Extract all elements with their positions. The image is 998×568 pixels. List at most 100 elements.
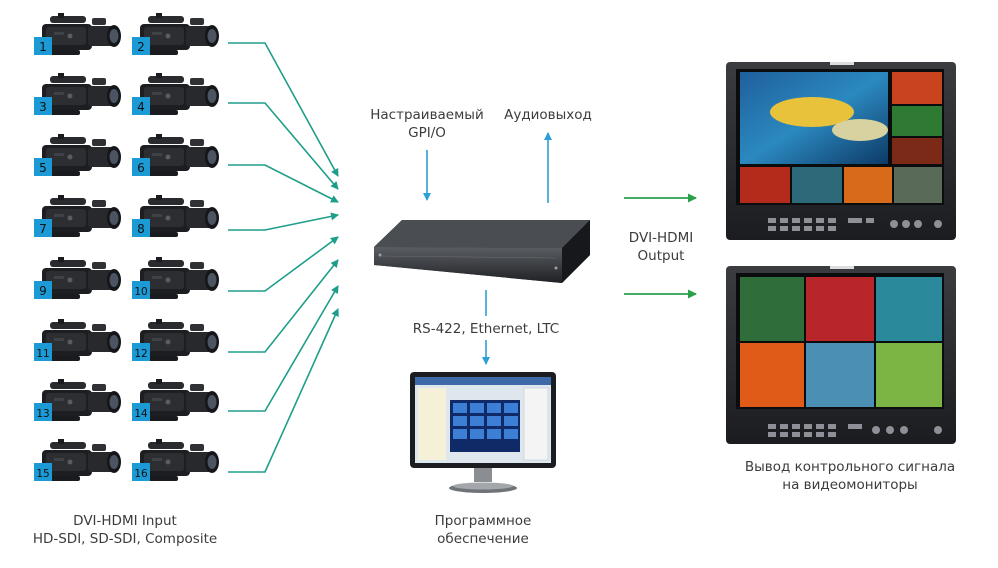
vertical-arrows [423,132,552,365]
camera-badge [34,37,52,55]
audio-label: Аудиовыход [494,106,602,124]
camera-badge [34,97,52,115]
control-label: RS-422, Ethernet, LTC [396,320,576,338]
camera-1: 1 [34,13,121,55]
camera-15: 15 [34,439,121,481]
input-arrow-3 [228,164,339,203]
input-arrow-1 [228,42,339,177]
camera-8: 8 [132,195,219,237]
input-label-line2: HD-SDI, SD-SDI, Composite [32,531,218,547]
camera-number: 11 [36,348,49,360]
camera-number: 5 [39,161,47,175]
software-label-line1: Программное [434,513,532,529]
camera-badge [132,403,150,421]
camera-number: 2 [137,40,145,54]
software-label: Программное обеспечение [418,512,548,548]
gpio-label-line1: Настраиваемый [370,107,484,123]
software-monitor [410,372,556,493]
camera-number: 7 [39,222,47,236]
output-label-line1: DVI-HDMI [628,230,694,246]
camera-number: 8 [137,222,145,236]
input-arrow-2 [228,102,339,190]
control-label-text: RS-422, Ethernet, LTC [412,321,560,337]
camcorder-icon [140,13,219,55]
camera-number: 3 [39,100,47,114]
camcorder-icon [42,319,121,361]
output-arrows [624,193,697,299]
camera-9: 9 [34,257,121,299]
camera-badge [132,463,150,481]
camcorder-icon [42,73,121,115]
camera-badge [34,463,52,481]
camera-number: 12 [134,348,147,360]
camera-2: 2 [132,13,219,55]
camera-badge [34,158,52,176]
camcorder-icon [42,379,121,421]
camera-badge [34,219,52,237]
camera-badge [132,343,150,361]
camera-badge [132,158,150,176]
camera-10: 10 [132,257,219,299]
camera-number: 9 [39,284,47,298]
gpio-label-line2: GPI/O [408,125,446,141]
camera-6: 6 [132,134,219,176]
camera-number: 13 [36,408,49,420]
camera-13: 13 [34,379,121,421]
input-arrow-7 [228,285,339,412]
camera-badge [132,219,150,237]
monitors-label-line2: на видеомониторы [782,477,918,493]
input-label-line1: DVI-HDMI Input [73,513,177,529]
camera-3: 3 [34,73,121,115]
camera-number: 14 [134,408,148,420]
camera-badge [34,343,52,361]
input-arrow-4 [228,212,339,231]
camcorder-icon [42,13,121,55]
monitors-label-line1: Вывод контрольного сигнала [744,459,956,475]
output-label: DVI-HDMI Output [612,229,710,265]
camcorder-icon [140,439,219,481]
camcorder-icon [140,257,219,299]
input-label: DVI-HDMI Input HD-SDI, SD-SDI, Composite [20,512,230,548]
camcorder-icon [140,195,219,237]
camera-badge [132,281,150,299]
camera-14: 14 [132,379,219,421]
camcorder-icon [42,134,121,176]
camera-4: 4 [132,73,219,115]
input-arrow-5 [228,236,339,292]
camcorder-icon [42,257,121,299]
camcorder-icon [140,319,219,361]
output-label-line2: Output [637,248,685,264]
processor-unit [374,220,590,283]
camera-number: 4 [137,100,145,114]
camera-7: 7 [34,195,121,237]
camera-11: 11 [34,319,121,361]
camcorder-icon [140,379,219,421]
camera-16: 16 [132,439,219,481]
camera-badge [34,281,52,299]
camera-number: 1 [39,40,47,54]
broadcast-monitor-top [726,62,956,240]
software-label-line2: обеспечение [437,531,529,547]
camcorder-icon [42,195,121,237]
camcorder-icon [140,134,219,176]
camcorder-icon [140,73,219,115]
camera-number: 16 [134,468,148,480]
camera-badge [132,97,150,115]
camera-number: 15 [36,468,49,480]
camera-badge [34,403,52,421]
input-arrow-6 [228,259,339,353]
input-arrow-8 [228,308,339,473]
camera-5: 5 [34,134,121,176]
gpio-label: Настраиваемый GPI/O [362,106,492,142]
monitors-label: Вывод контрольного сигнала на видеомонит… [732,458,968,494]
camera-badge [132,37,150,55]
camcorder-icon [42,439,121,481]
broadcast-monitor-bottom [726,266,956,444]
camera-number: 6 [137,161,145,175]
camera-12: 12 [132,319,219,361]
input-arrows [228,42,339,473]
camera-number: 10 [134,286,147,298]
audio-label-text: Аудиовыход [504,107,592,123]
